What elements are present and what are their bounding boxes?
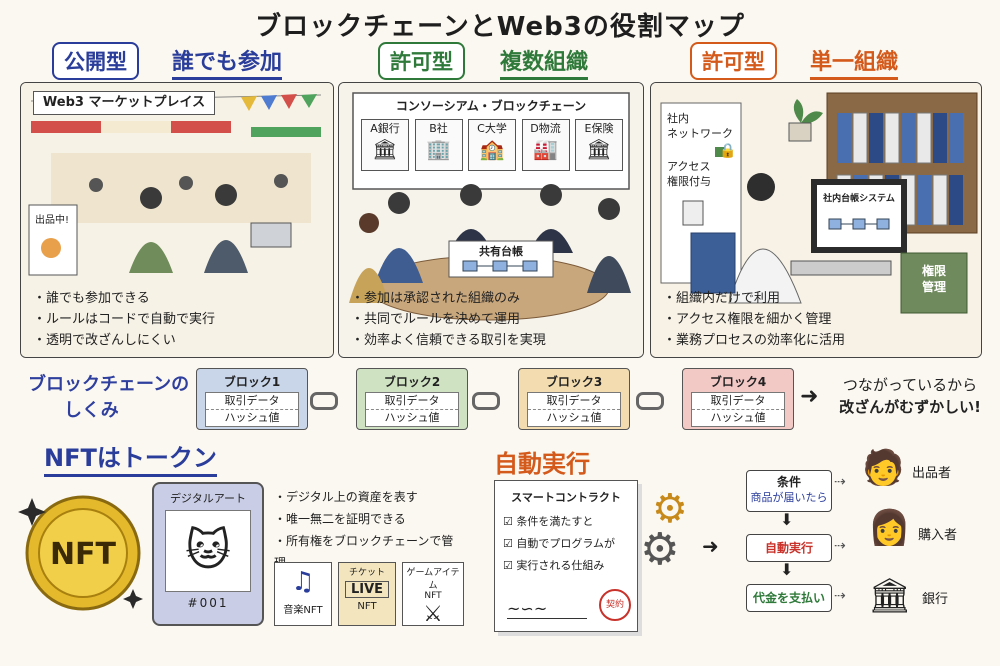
block-3: ブロック3 取引データハッシュ値 [518, 368, 630, 430]
nft-bullets: デジタル上の資産を表す 唯一無二を証明できる 所有権をブロックチェーンで管理 [274, 486, 464, 574]
flow-pay-box: 代金を支払い [746, 584, 832, 612]
sword-icon: ⚔ [423, 602, 443, 627]
block-1: ブロック1 取引データハッシュ値 [196, 368, 308, 430]
seller-label: 出品者 [912, 466, 952, 481]
arrow-right-icon: ➜ [702, 534, 719, 558]
music-nft-card: ♫ 音楽NFT [274, 562, 332, 626]
private-subtitle: 単一組織 [810, 44, 899, 80]
ticket-nft-card: チケット LIVE NFT [338, 562, 396, 626]
org-card-d: D物流 🏭 [521, 119, 570, 171]
block-4: ブロック4 取引データハッシュ値 [682, 368, 794, 430]
buyer-figure-icon: 👩 [868, 508, 911, 548]
private-bullet: 業務プロセスの効率化に活用 [663, 330, 973, 351]
nft-bullet: デジタル上の資産を表す [274, 486, 464, 508]
org-row: A銀行 🏛 B社 🏢 C大学 🏫 D物流 🏭 E保険 🏛 [361, 119, 623, 171]
cat-art: 🐱 [165, 510, 251, 592]
dashed-arrow-icon: ⇢ [834, 474, 846, 490]
consortium-bullet: 参加は承認された組織のみ [351, 288, 635, 309]
checkbox-checked-icon: ☑ [503, 537, 513, 550]
private-bullet: アクセス権限を細かく管理 [663, 309, 973, 330]
shared-ledger-label: 共有台帳 [479, 245, 523, 258]
flow-execute-box: 自動実行 [746, 534, 832, 562]
nft-coin-illustration: NFT [18, 495, 143, 611]
internal-network-label: 社内 ネットワーク [667, 112, 733, 140]
dashed-arrow-icon: ⇢ [834, 588, 846, 604]
access-grant-label: アクセス 権限付与 [667, 160, 711, 188]
consortium-tag: 許可型 [378, 42, 465, 80]
tamper-note: つながっているから 改ざんがむずかしい! [839, 376, 981, 416]
chain-heading: ブロックチェーンの しくみ [28, 374, 190, 421]
private-panel: 社内 ネットワーク 🔒 アクセス 権限付与 社内台帳システム 権限 管理 組織内… [650, 82, 982, 358]
private-bullet: 組織内だけで利用 [663, 288, 973, 309]
bank-building-icon: 🏛 [868, 576, 912, 616]
gear-icon: ⚙ [640, 524, 680, 575]
nft-coin-label: NFT [50, 537, 117, 572]
seller-figure-icon: 🧑 [862, 448, 905, 488]
automation-heading: 自動実行 [494, 444, 590, 483]
arrow-down-icon: ⬇ [780, 510, 794, 529]
contract-title: スマートコントラクト [511, 491, 621, 504]
consortium-subtitle: 複数組織 [500, 44, 589, 80]
nft-heading: NFTはトークン [44, 438, 217, 477]
music-note-icon: ♫ [291, 567, 315, 597]
consortium-bullets: 参加は承認された組織のみ 共同でルールを決めて運用 効率よく信頼できる取引を実現 [351, 288, 635, 351]
bank-label: 銀行 [922, 592, 949, 607]
chain-link-icon [636, 392, 664, 410]
gear-icon: ⚙ [652, 486, 688, 532]
building-icon: 🏢 [426, 137, 451, 161]
card-number: #001 [187, 596, 229, 610]
digital-art-card: デジタルアート 🐱 #001 [152, 482, 264, 626]
public-bullets: 誰でも参加できる ルールはコードで自動で実行 透明で改ざんしにくい [33, 288, 325, 351]
signature-line: ~∽~ [507, 599, 587, 619]
chain-link-icon [472, 392, 500, 410]
dashed-arrow-icon: ⇢ [834, 538, 846, 554]
public-bullet: 透明で改ざんしにくい [33, 330, 325, 351]
flow-condition-box: 条件 商品が届いたら [746, 470, 832, 512]
consortium-bullet: 共同でルールを決めて運用 [351, 309, 635, 330]
buyer-label: 購入者 [918, 528, 958, 543]
checkbox-checked-icon: ☑ [503, 559, 513, 572]
nft-bullet: 唯一無二を証明できる [274, 508, 464, 530]
contract-condition: ☑ 条件を満たすと [503, 515, 594, 528]
contract-condition: ☑ 自動でプログラムが [503, 537, 616, 550]
arrow-right-icon: ➜ [800, 384, 819, 409]
public-tag: 公開型 [52, 42, 139, 80]
public-panel: 出品中! Web3 マーケットプレイス 誰でも参加できる ルールはコードで自動で… [20, 82, 334, 358]
public-bullet: ルールはコードで自動で実行 [33, 309, 325, 330]
public-bullet: 誰でも参加できる [33, 288, 325, 309]
game-item-nft-card: ゲームアイテム NFT ⚔ [402, 562, 464, 627]
chain-link-icon [310, 392, 338, 410]
card-title: デジタルアート [169, 492, 247, 505]
public-subtitle: 誰でも参加 [172, 44, 283, 80]
checkbox-checked-icon: ☑ [503, 515, 513, 528]
org-card-a: A銀行 🏛 [361, 119, 409, 171]
private-tag: 許可型 [690, 42, 777, 80]
page-title: ブロックチェーンとWeb3の役割マップ [255, 12, 745, 42]
marketplace-banner: Web3 マーケットプレイス [33, 91, 215, 115]
for-sale-sign: 出品中! [35, 213, 69, 226]
smart-contract-document: スマートコントラクト ☑ 条件を満たすと ☑ 自動でプログラムが ☑ 実行される… [494, 480, 638, 632]
building-icon: 🏛 [372, 137, 398, 161]
contract-seal: 契約 [599, 589, 631, 621]
org-card-c: C大学 🏫 [468, 119, 516, 171]
university-icon: 🏫 [479, 137, 505, 161]
consortium-board-title: コンソーシアム・ブロックチェーン [395, 99, 587, 113]
consortium-panel: コンソーシアム・ブロックチェーン A銀行 🏛 B社 🏢 C大学 🏫 D物流 🏭 … [338, 82, 644, 358]
org-card-b: B社 🏢 [414, 119, 463, 171]
lock-icon: 🔒 [719, 143, 737, 159]
consortium-bullet: 効率よく信頼できる取引を実現 [351, 330, 635, 351]
block-2: ブロック2 取引データハッシュ値 [356, 368, 468, 430]
building-icon: 🏛 [586, 137, 612, 161]
arrow-down-icon: ⬇ [780, 560, 794, 579]
contract-condition: ☑ 実行される仕組み [503, 559, 605, 572]
private-bullets: 組織内だけで利用 アクセス権限を細かく管理 業務プロセスの効率化に活用 [663, 288, 973, 351]
internal-ledger-screen: 社内台帳システム [823, 194, 895, 204]
warehouse-icon: 🏭 [533, 137, 558, 161]
org-card-e: E保険 🏛 [575, 119, 623, 171]
